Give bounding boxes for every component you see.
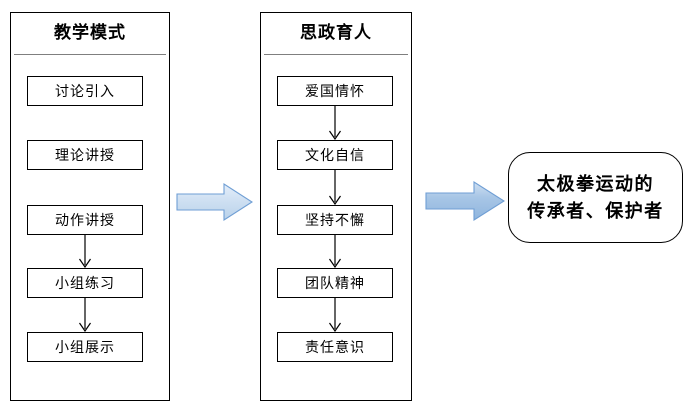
step-label: 爱国情怀 — [305, 83, 365, 99]
result-line-2: 传承者、保护者 — [527, 200, 664, 221]
step-label: 团队精神 — [305, 275, 365, 291]
connector-arrow-down — [326, 298, 344, 332]
step-box-theory-lecture[interactable]: 理论讲授 — [27, 140, 143, 170]
step-box-action-lecture[interactable]: 动作讲授 — [27, 205, 143, 235]
step-box-cultural-confidence[interactable]: 文化自信 — [277, 140, 393, 170]
step-box-group-presentation[interactable]: 小组展示 — [27, 332, 143, 362]
blue-arrow-ideology-to-result — [425, 180, 505, 222]
step-label: 动作讲授 — [55, 212, 115, 228]
panel-divider — [14, 54, 166, 55]
connector-arrow-down — [76, 298, 94, 332]
blue-arrow-mode-to-ideology — [176, 182, 253, 222]
connector-arrow-down — [326, 170, 344, 205]
result-line-1: 太极拳运动的 — [537, 174, 654, 195]
result-box[interactable]: 太极拳运动的 传承者、保护者 — [508, 152, 683, 243]
step-box-group-practice[interactable]: 小组练习 — [27, 268, 143, 298]
panel-title-ideological-education: 思政育人 — [300, 23, 372, 42]
step-box-discussion-intro[interactable]: 讨论引入 — [27, 76, 143, 106]
step-box-patriotism[interactable]: 爱国情怀 — [277, 76, 393, 106]
connector-arrow-down — [326, 235, 344, 268]
step-label: 文化自信 — [305, 147, 365, 163]
step-label: 责任意识 — [305, 339, 365, 355]
connector-arrow-down — [326, 106, 344, 140]
step-box-team-spirit[interactable]: 团队精神 — [277, 268, 393, 298]
panel-divider — [264, 54, 408, 55]
connector-arrow-down — [76, 235, 94, 268]
step-label: 小组展示 — [55, 339, 115, 355]
step-label: 理论讲授 — [55, 147, 115, 163]
result-text: 太极拳运动的 传承者、保护者 — [527, 171, 664, 223]
step-label: 小组练习 — [55, 275, 115, 291]
step-box-perseverance[interactable]: 坚持不懈 — [277, 205, 393, 235]
step-box-responsibility[interactable]: 责任意识 — [277, 332, 393, 362]
step-label: 坚持不懈 — [305, 212, 365, 228]
panel-title-teaching-mode: 教学模式 — [54, 23, 126, 42]
step-label: 讨论引入 — [55, 83, 115, 99]
